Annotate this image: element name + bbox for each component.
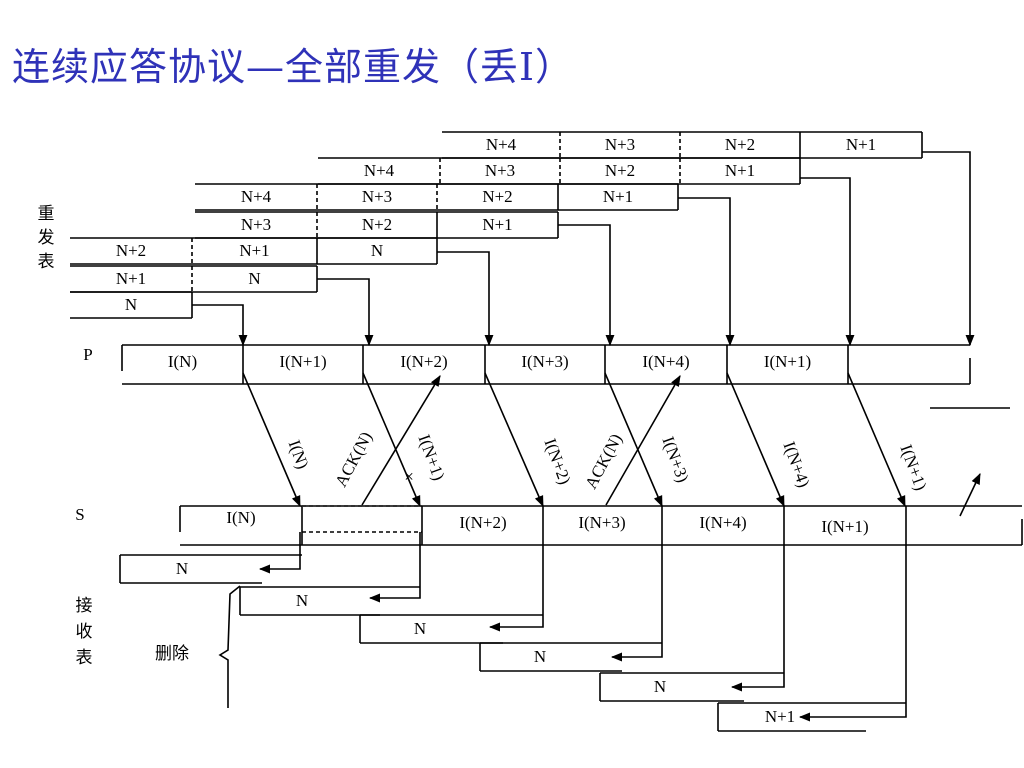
send-cell: N+3: [485, 161, 515, 180]
s-to-recv-arrow: [258, 532, 301, 574]
delete-bracket: [218, 585, 241, 708]
i-n2-arrow: [484, 372, 544, 508]
send-cell: N+1: [239, 241, 269, 260]
send-cell: N: [371, 241, 383, 260]
recv-cell: N: [414, 619, 426, 638]
arrow-label: ACK(N): [331, 429, 376, 490]
recv-cell: N: [176, 559, 188, 578]
send-cell: N+1: [846, 135, 876, 154]
send-cell: N+4: [486, 135, 517, 154]
i-n1-arrow: [362, 372, 421, 508]
s-tick: [959, 472, 981, 517]
recv-table-label: 表: [76, 648, 93, 668]
p-station-label: P: [83, 345, 92, 364]
s-to-recv-arrow: [488, 545, 544, 632]
send-to-p-arrow: [317, 278, 374, 347]
send-to-p-arrow: [558, 224, 615, 347]
s-frame-label: I(N+2): [459, 513, 506, 532]
delete-label: 删除: [155, 644, 189, 664]
send-table-label: 表: [38, 252, 55, 272]
send-cell: N+3: [362, 187, 392, 206]
send-cell: N+2: [605, 161, 635, 180]
s-frame-label: I(N): [226, 508, 255, 527]
send-cell: N+2: [482, 187, 512, 206]
recv-table-label: 接: [76, 596, 93, 616]
send-cell: N: [125, 295, 137, 314]
p-frame-label: I(N+4): [642, 352, 689, 371]
arrow-label: I(N): [285, 437, 313, 471]
recv-cell: N: [534, 647, 546, 666]
send-cell: N+2: [116, 241, 146, 260]
i-n3-arrow: [604, 372, 663, 508]
send-table-label: 发: [38, 228, 55, 248]
i-n-arrow: [242, 372, 301, 508]
s-frame-label: I(N+4): [699, 513, 746, 532]
arrow-label: I(N+1): [896, 442, 930, 493]
s-frame-label: I(N+1): [821, 517, 868, 536]
send-cell: N+4: [241, 187, 272, 206]
lost-mark: ×: [404, 467, 414, 486]
send-cell: N+4: [364, 161, 395, 180]
recv-table-label: 收: [76, 622, 93, 642]
arrow-label: I(N+3): [658, 434, 692, 485]
s-to-recv-arrow: [798, 545, 907, 722]
i-n4-arrow: [726, 372, 785, 508]
send-to-p-arrow: [800, 177, 855, 347]
send-cell: N+3: [605, 135, 635, 154]
send-cell: N+3: [241, 215, 271, 234]
p-frame-label: I(N+2): [400, 352, 447, 371]
s-frame-label: I(N+3): [578, 513, 625, 532]
send-cell: N: [248, 269, 260, 288]
send-to-p-arrow: [678, 197, 735, 347]
send-cell: N+1: [725, 161, 755, 180]
send-cell: N+2: [362, 215, 392, 234]
recv-cell: N+1: [765, 707, 795, 726]
send-table-label: 重: [38, 204, 55, 224]
send-cell: N+1: [482, 215, 512, 234]
p-frame-label: I(N+1): [279, 352, 326, 371]
s-to-recv-arrow: [368, 532, 421, 603]
i-n1-resend-arrow: [847, 372, 906, 508]
p-frame-label: I(N): [168, 352, 197, 371]
arrow-label: I(N+4): [779, 439, 813, 490]
s-to-recv-arrow: [610, 545, 663, 662]
slide-title: 连续应答协议—全部重发（丢I）: [12, 45, 575, 89]
send-to-p-arrow: [192, 304, 248, 347]
send-cell: N+2: [725, 135, 755, 154]
arrow-label: I(N+2): [540, 436, 574, 487]
arrow-label: I(N+1): [414, 432, 448, 483]
send-cell: N+1: [116, 269, 146, 288]
p-frame-label: I(N+1): [764, 352, 811, 371]
s-to-recv-arrow: [730, 545, 785, 692]
ack-n-arrow-1: [361, 375, 441, 506]
recv-cell: N: [296, 591, 308, 610]
send-cell: N+1: [603, 187, 633, 206]
send-to-p-arrow: [922, 151, 975, 347]
send-to-p-arrow: [437, 251, 494, 347]
p-station-label: S: [75, 505, 84, 524]
recv-cell: N: [654, 677, 666, 696]
p-frame-label: I(N+3): [521, 352, 568, 371]
ack-n-arrow-2: [605, 375, 681, 506]
